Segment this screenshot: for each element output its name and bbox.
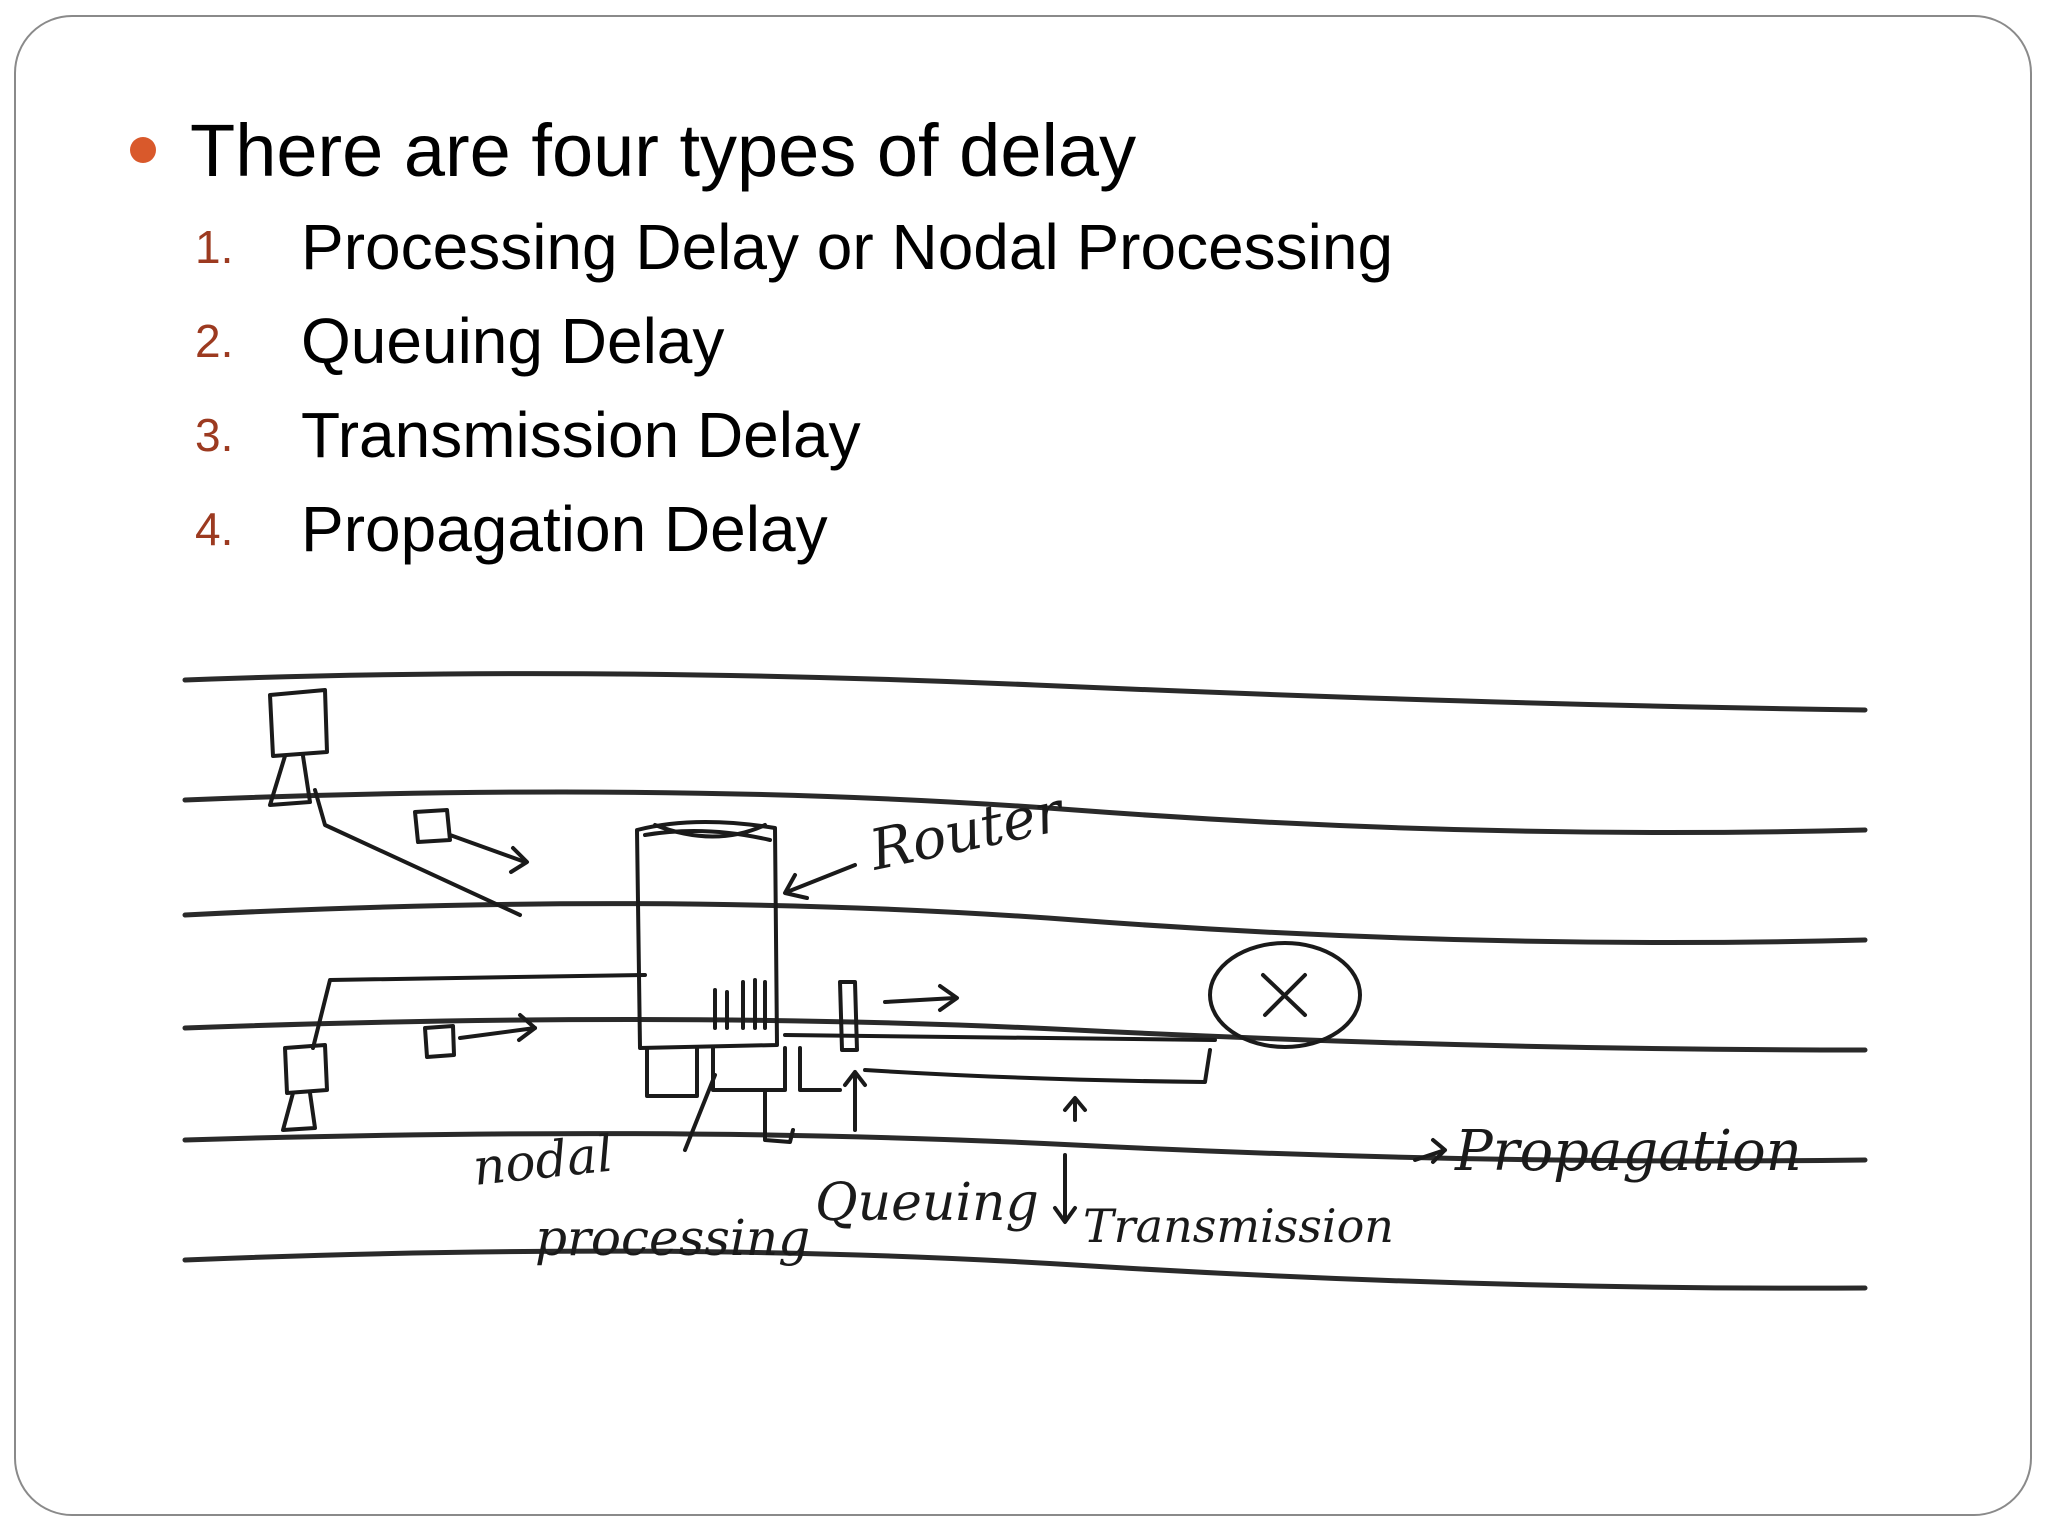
list-item-number: 4.	[195, 503, 234, 555]
slide-heading: There are four types of delay	[130, 100, 1136, 200]
pointer-transmission-up	[843, 1070, 867, 1132]
list-item: 3. Transmission Delay	[195, 388, 1393, 482]
ruled-line	[182, 1131, 1868, 1164]
pointer-queuing	[763, 1088, 795, 1144]
list-item-text: Propagation Delay	[301, 493, 828, 565]
ruled-line	[182, 789, 1868, 835]
list-item: 1. Processing Delay or Nodal Processing	[195, 200, 1393, 294]
bullet-dot	[130, 137, 156, 163]
list-item-text: Queuing Delay	[301, 305, 725, 377]
ruled-line	[182, 901, 1868, 945]
packet-bottom	[423, 1013, 537, 1059]
packet-outgoing	[838, 980, 959, 1052]
ruled-line	[182, 671, 1868, 713]
label-propagation: Propagation	[1454, 1119, 1802, 1184]
pointer-propagation	[1413, 1138, 1447, 1164]
link-out-lower	[863, 1048, 1212, 1084]
router-drawing	[635, 820, 842, 1098]
list-item-text: Processing Delay or Nodal Processing	[301, 211, 1394, 283]
label-processing: processing	[535, 1209, 810, 1267]
pointer-transmission-down	[1053, 1153, 1077, 1224]
ruled-line	[182, 1248, 1868, 1291]
packet-top	[413, 808, 529, 874]
label-queuing: Queuing	[815, 1173, 1039, 1233]
delay-sketch-svg: Router nodal processing Queuing Transmis…	[182, 671, 1868, 1291]
list-item-text: Transmission Delay	[301, 399, 861, 471]
slide-heading-text: There are four types of delay	[190, 108, 1137, 192]
slide-frame	[14, 15, 2032, 1516]
host-computer-bottom	[281, 1043, 329, 1132]
router-pointer-arrow	[785, 863, 857, 894]
link-top	[313, 788, 522, 917]
delay-sketch-image: Router nodal processing Queuing Transmis…	[175, 630, 1875, 1310]
router-pointer-arrowhead	[783, 873, 809, 900]
list-item-number: 3.	[195, 409, 234, 461]
destination-node	[1208, 941, 1362, 1049]
label-transmission: Transmission	[1083, 1199, 1394, 1253]
list-item: 2. Queuing Delay	[195, 294, 1393, 388]
link-out	[783, 1033, 1217, 1042]
ruled-line	[182, 1016, 1868, 1053]
list-item: 4. Propagation Delay	[195, 482, 1393, 576]
link-bottom	[311, 973, 647, 1050]
host-computer-top	[268, 688, 329, 807]
label-router: Router	[863, 779, 1071, 884]
pointer-nodal	[683, 1073, 717, 1152]
list-item-number: 1.	[195, 221, 234, 273]
delay-types-list: 1. Processing Delay or Nodal Processing …	[195, 200, 1393, 576]
pointer-tick	[1063, 1096, 1087, 1122]
list-item-number: 2.	[195, 315, 234, 367]
